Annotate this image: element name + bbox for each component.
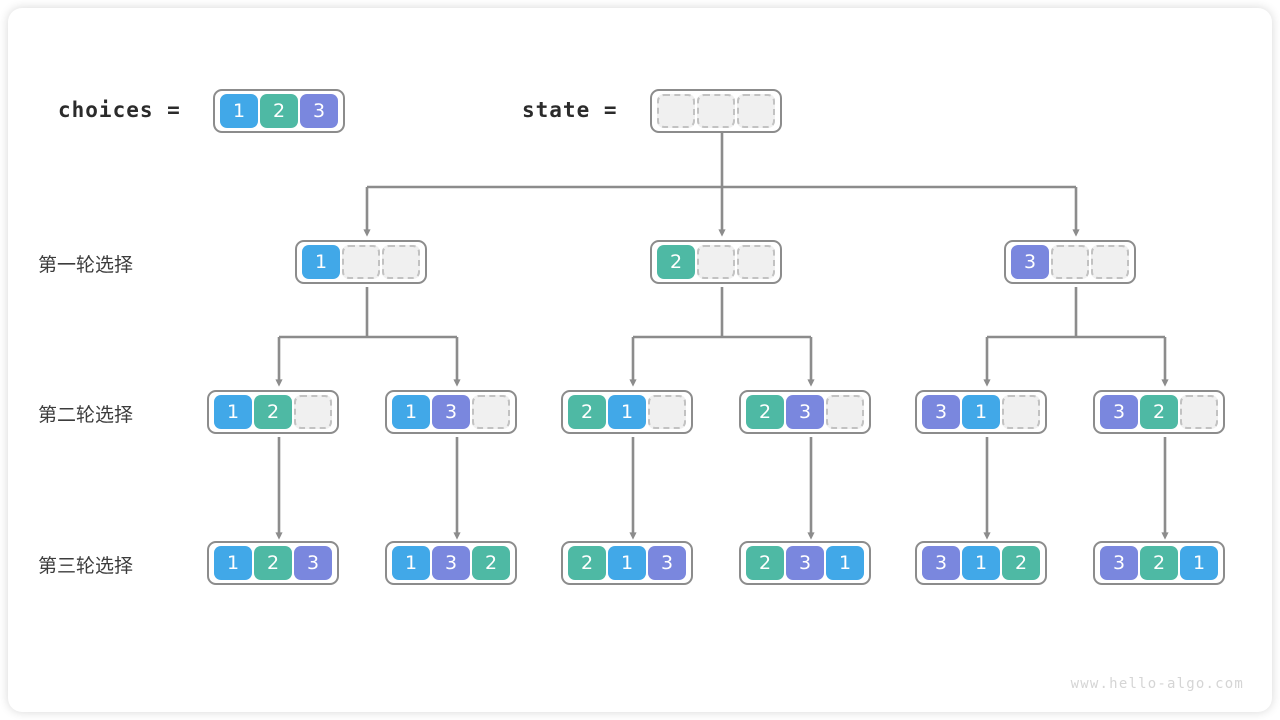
level3-3-cell-3: 1 [826, 546, 864, 580]
level2-5-cell-2: 2 [1140, 395, 1178, 429]
level1-0-cell-3 [382, 245, 420, 279]
row-label-round-3: 第三轮选择 [38, 555, 134, 577]
level3-1-cell-3: 2 [472, 546, 510, 580]
state-label: state = [522, 98, 618, 122]
level3-3-cell-1: 2 [746, 546, 784, 580]
choices-cell-3: 3 [300, 94, 338, 128]
level3-2-cell-2: 1 [608, 546, 646, 580]
level2-0-cell-3 [294, 395, 332, 429]
level3-4-cell-3: 2 [1002, 546, 1040, 580]
level1-0-cell-1: 1 [302, 245, 340, 279]
level3-3-cell-2: 3 [786, 546, 824, 580]
choices-cell-2: 2 [260, 94, 298, 128]
level1-2-cell-3 [1091, 245, 1129, 279]
level2-4-cell-1: 3 [922, 395, 960, 429]
watermark: www.hello-algo.com [1070, 676, 1244, 692]
level3-4-cell-2: 1 [962, 546, 1000, 580]
level1-node-1: 1 [295, 240, 427, 284]
level1-1-cell-1: 2 [657, 245, 695, 279]
state-cell-3 [737, 94, 775, 128]
level2-0-cell-1: 1 [214, 395, 252, 429]
level2-3-cell-1: 2 [746, 395, 784, 429]
level1-node-2: 2 [650, 240, 782, 284]
level2-2-cell-3 [648, 395, 686, 429]
choices-cell-1: 1 [220, 94, 258, 128]
row-label-round-2: 第二轮选择 [38, 404, 134, 426]
level1-0-cell-2 [342, 245, 380, 279]
level3-1-cell-2: 3 [432, 546, 470, 580]
level1-2-cell-1: 3 [1011, 245, 1049, 279]
level2-3-cell-2: 3 [786, 395, 824, 429]
level1-1-cell-2 [697, 245, 735, 279]
level3-0-cell-1: 1 [214, 546, 252, 580]
level1-2-cell-2 [1051, 245, 1089, 279]
level1-1-cell-3 [737, 245, 775, 279]
level2-1-cell-3 [472, 395, 510, 429]
level2-5-cell-1: 3 [1100, 395, 1138, 429]
row-label-round-1: 第一轮选择 [38, 254, 134, 276]
level3-0-cell-3: 3 [294, 546, 332, 580]
level3-5-cell-2: 2 [1140, 546, 1178, 580]
level3-1-cell-1: 1 [392, 546, 430, 580]
state-cell-2 [697, 94, 735, 128]
level2-5-cell-3 [1180, 395, 1218, 429]
diagram-card [8, 8, 1272, 712]
level3-2-cell-1: 2 [568, 546, 606, 580]
state-cell-1 [657, 94, 695, 128]
level3-0-cell-2: 2 [254, 546, 292, 580]
choices-label: choices = [58, 98, 181, 122]
level3-4-cell-1: 3 [922, 546, 960, 580]
level2-2-cell-2: 1 [608, 395, 646, 429]
state-array [650, 89, 782, 133]
level2-3-cell-3 [826, 395, 864, 429]
level1-node-3: 3 [1004, 240, 1136, 284]
level2-1-cell-2: 3 [432, 395, 470, 429]
level2-4-cell-3 [1002, 395, 1040, 429]
level2-0-cell-2: 2 [254, 395, 292, 429]
level3-5-cell-1: 3 [1100, 546, 1138, 580]
level2-2-cell-1: 2 [568, 395, 606, 429]
level2-1-cell-1: 1 [392, 395, 430, 429]
level3-5-cell-3: 1 [1180, 546, 1218, 580]
level3-2-cell-3: 3 [648, 546, 686, 580]
level2-4-cell-2: 1 [962, 395, 1000, 429]
